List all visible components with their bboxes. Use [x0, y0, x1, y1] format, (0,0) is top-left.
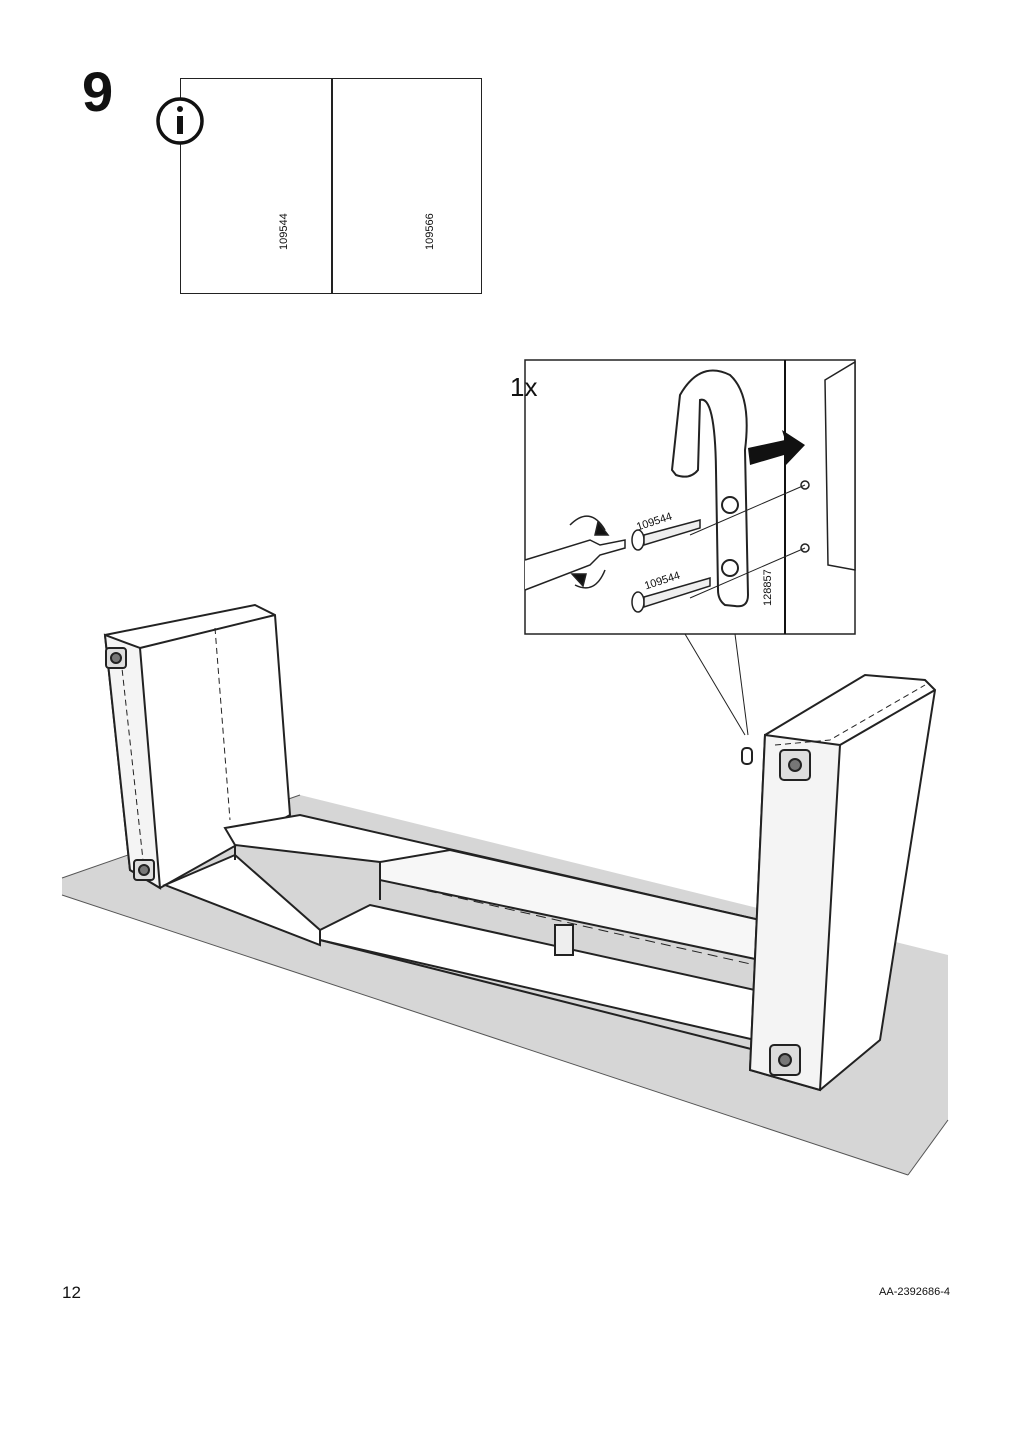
- info-divider: [331, 79, 333, 293]
- allowed-screw-code: 109544: [278, 213, 290, 250]
- quantity-label: 1x: [510, 372, 538, 402]
- seat-base-frame: [162, 813, 762, 1051]
- screw-icon: [631, 519, 711, 613]
- floor-shadow: [62, 795, 948, 1175]
- page-number: 12: [62, 1283, 81, 1302]
- screwdriver-icon: [524, 515, 626, 591]
- push-arrow-icon: [748, 430, 805, 465]
- right-armrest: [741, 673, 937, 1092]
- info-panel: [180, 78, 482, 294]
- forbidden-screw-code: 109566: [424, 213, 436, 250]
- info-icon: [156, 97, 204, 145]
- bracket-code: 128857: [762, 569, 774, 606]
- hook-bracket: [670, 369, 750, 608]
- step-number: 9: [82, 60, 114, 123]
- left-armrest: [103, 603, 292, 890]
- document-id: AA-2392686-4: [879, 1286, 950, 1298]
